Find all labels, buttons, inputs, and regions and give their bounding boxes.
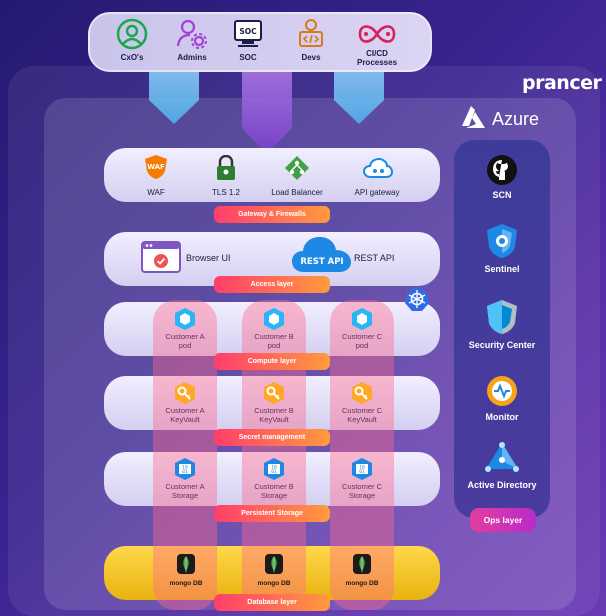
sentinel-shield-icon xyxy=(482,222,522,260)
waf-shield-icon: WAF xyxy=(142,154,170,180)
ops-item-label: Security Center xyxy=(468,340,536,350)
gateway-item-label: API gateway xyxy=(354,188,400,197)
keyvault-key-icon xyxy=(172,380,198,406)
stakeholder-devs: Devs xyxy=(276,18,346,62)
database-item-label: mongo DB xyxy=(345,580,379,587)
svg-text:10: 10 xyxy=(359,465,365,471)
monitor-gauge-icon xyxy=(482,372,522,410)
security-center-icon xyxy=(482,298,522,336)
user-circle-icon xyxy=(97,18,167,50)
gateway-layer-tag: Gateway & Firewalls xyxy=(214,206,330,223)
ops-item-label: Active Directory xyxy=(467,480,537,490)
stakeholder-cicd: CI/CD Processes xyxy=(342,18,412,67)
gateway-item-label: TLS 1.2 xyxy=(211,188,240,197)
stakeholder-label: SOC xyxy=(239,53,257,62)
compute-item-label: Customer B pod xyxy=(254,332,294,350)
mongodb-icon xyxy=(261,551,287,577)
admin-gear-icon xyxy=(157,18,227,50)
github-icon xyxy=(482,152,522,188)
gateway-item-label: Load Balancer xyxy=(271,188,323,197)
database-item-label: mongo DB xyxy=(169,580,203,587)
ops-layer-tag: Ops layer xyxy=(470,508,536,532)
compute-layer-tag: Compute layer xyxy=(214,353,330,370)
stakeholder-soc: SOC SOC xyxy=(213,18,283,62)
access-layer-tag: Access layer xyxy=(214,276,330,293)
funnel-right xyxy=(334,70,384,124)
azure-logo-icon xyxy=(462,106,485,128)
ops-item-label: Sentinel xyxy=(484,264,520,274)
stakeholder-label: CxO's xyxy=(120,53,144,62)
browser-ui-icon xyxy=(140,240,182,274)
storage-item-label: Customer C Storage xyxy=(341,482,382,500)
database-item-label: mongo DB xyxy=(257,580,291,587)
waf-badge-text: WAF xyxy=(147,163,165,171)
stakeholder-label: Devs xyxy=(301,53,321,62)
stakeholders-bar xyxy=(88,12,432,72)
storage-layer-tag: Persistent Storage xyxy=(214,505,330,522)
stakeholder-cxo: CxO's xyxy=(97,18,167,62)
storage-item-label: Customer A Storage xyxy=(165,482,205,500)
access-item-label: Browser UI xyxy=(186,253,231,263)
mongodb-icon xyxy=(349,551,375,577)
svg-text:01: 01 xyxy=(271,469,277,475)
rest-api-cloud-icon: REST API xyxy=(292,237,351,272)
ops-item-label: Monitor xyxy=(485,412,519,422)
svg-text:01: 01 xyxy=(359,469,365,475)
compute-item-label: Customer A pod xyxy=(165,332,205,350)
secret-item-label: Customer A KeyVault xyxy=(165,406,205,424)
secret-item-label: Customer B KeyVault xyxy=(254,406,294,424)
soc-monitor-icon: SOC xyxy=(213,18,283,50)
developer-icon xyxy=(276,18,346,50)
storage-item-label: Customer B Storage xyxy=(254,482,294,500)
funnel-left xyxy=(149,70,199,124)
pod-cube-icon xyxy=(172,306,198,332)
keyvault-key-icon xyxy=(349,380,375,406)
tls-lock-icon xyxy=(212,154,240,182)
pod-cube-icon xyxy=(261,306,287,332)
stakeholder-label: Admins xyxy=(177,53,207,62)
svg-text:10: 10 xyxy=(271,465,277,471)
access-item-label: REST API xyxy=(354,253,395,263)
svg-text:01: 01 xyxy=(182,469,188,475)
database-layer-tag: Database layer xyxy=(214,594,330,611)
rest-api-badge-text: REST API xyxy=(300,257,343,267)
prancer-logo: prancer xyxy=(522,72,602,94)
kubernetes-icon xyxy=(405,287,429,311)
pod-cube-icon xyxy=(349,306,375,332)
mongodb-icon xyxy=(173,551,199,577)
secret-layer-tag: Secret management xyxy=(214,429,330,446)
secret-item-label: Customer C KeyVault xyxy=(341,406,382,424)
azure-label: Azure xyxy=(492,109,540,129)
gateway-item-label: WAF xyxy=(147,188,165,197)
cicd-infinity-icon xyxy=(342,18,412,50)
soc-badge-text: SOC xyxy=(239,27,257,36)
api-gateway-cloud-icon xyxy=(362,156,394,180)
svg-text:10: 10 xyxy=(182,465,188,471)
ops-item-label: SCN xyxy=(492,190,512,200)
active-directory-icon xyxy=(482,440,522,478)
funnel-center xyxy=(242,70,292,154)
stakeholder-label: CI/CD Processes xyxy=(356,49,398,67)
stakeholder-admins: Admins xyxy=(157,18,227,62)
keyvault-key-icon xyxy=(261,380,287,406)
compute-item-label: Customer C pod xyxy=(341,332,382,350)
load-balancer-icon xyxy=(283,154,311,182)
